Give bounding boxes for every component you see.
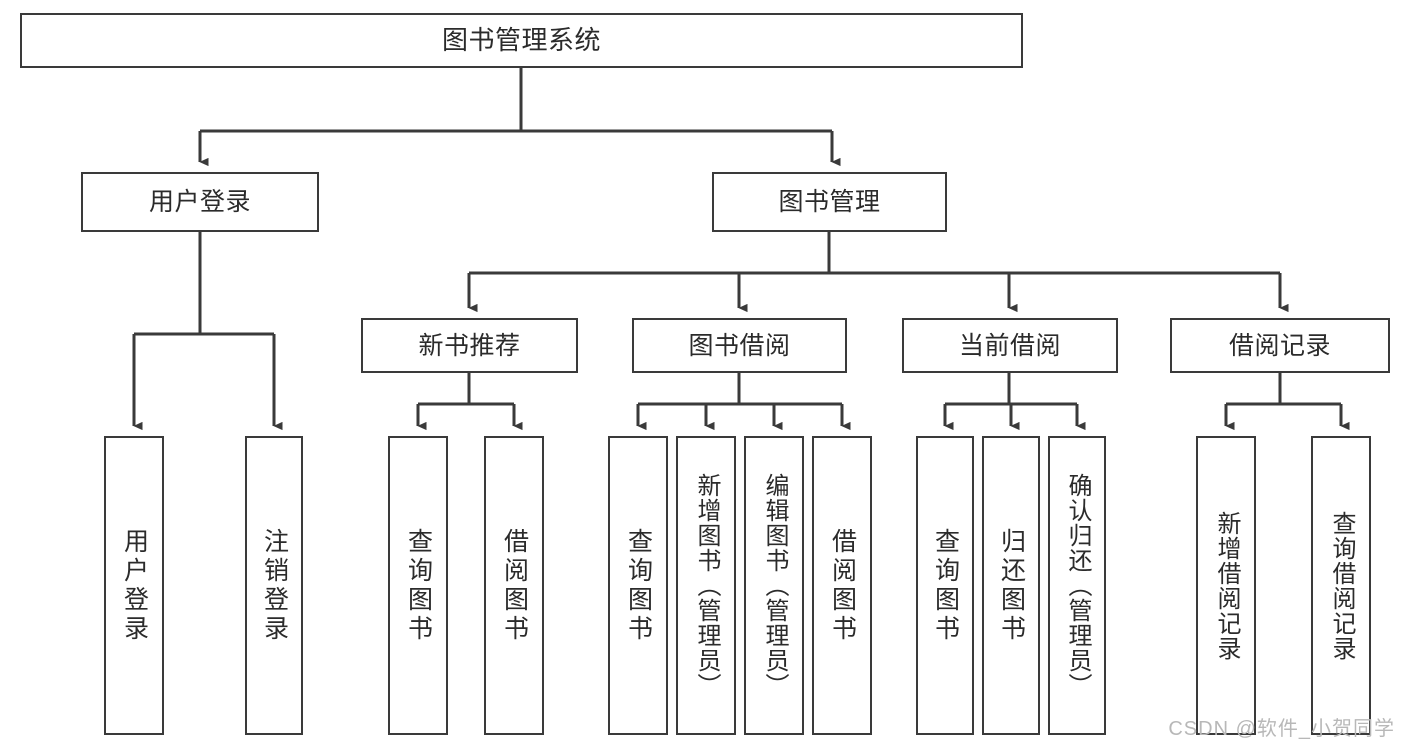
node-book-borrow[interactable]: 图书借阅: [632, 318, 847, 373]
node-leaf-query-book-rec[interactable]: 查询图书: [388, 436, 448, 735]
node-leaf-logout[interactable]: 注销登录: [245, 436, 303, 735]
node-leaf-return-book[interactable]: 归还图书: [982, 436, 1040, 735]
node-leaf-add-record[interactable]: 新增借阅记录: [1196, 436, 1256, 735]
node-label: 借阅图书: [500, 527, 529, 644]
node-leaf-borrow-book-rec[interactable]: 借阅图书: [484, 436, 544, 735]
node-current-borrow[interactable]: 当前借阅: [902, 318, 1118, 373]
node-label: 新增图书（管理员）: [693, 473, 720, 698]
node-label: 图书管理系统: [441, 24, 601, 55]
node-label: 查询借阅记录: [1328, 510, 1355, 661]
node-label: 借阅记录: [1228, 331, 1331, 360]
node-label: 归还图书: [997, 527, 1026, 644]
node-leaf-confirm-return[interactable]: 确认归还（管理员）: [1048, 436, 1106, 735]
node-borrow-record[interactable]: 借阅记录: [1170, 318, 1390, 373]
node-user-login[interactable]: 用户登录: [81, 172, 319, 232]
node-leaf-user-login[interactable]: 用户登录: [104, 436, 164, 735]
node-leaf-query-record[interactable]: 查询借阅记录: [1311, 436, 1371, 735]
node-label: 确认归还（管理员）: [1064, 473, 1091, 698]
node-leaf-add-book[interactable]: 新增图书（管理员）: [676, 436, 736, 735]
node-label: 新书推荐: [418, 331, 521, 360]
node-book-manage[interactable]: 图书管理: [712, 172, 947, 232]
node-label: 借阅图书: [828, 527, 857, 644]
node-leaf-edit-book[interactable]: 编辑图书（管理员）: [744, 436, 804, 735]
node-leaf-query-book-cur[interactable]: 查询图书: [916, 436, 974, 735]
node-label: 用户登录: [120, 527, 149, 644]
node-label: 用户登录: [148, 188, 251, 216]
node-root-system[interactable]: 图书管理系统: [20, 13, 1023, 68]
node-label: 新增借阅记录: [1213, 510, 1240, 661]
node-label: 查询图书: [404, 527, 433, 644]
watermark: CSDN @软件_小贺同学: [1168, 718, 1395, 740]
node-label: 编辑图书（管理员）: [761, 473, 788, 698]
node-label: 图书管理: [778, 188, 881, 216]
node-new-book-rec[interactable]: 新书推荐: [361, 318, 578, 373]
node-label: 查询图书: [931, 527, 960, 644]
node-leaf-query-book-borrow[interactable]: 查询图书: [608, 436, 668, 735]
node-label: 查询图书: [624, 527, 653, 644]
node-label: 当前借阅: [958, 331, 1061, 360]
node-label: 注销登录: [260, 527, 289, 644]
node-leaf-borrow-book[interactable]: 借阅图书: [812, 436, 872, 735]
node-label: 图书借阅: [688, 331, 791, 360]
